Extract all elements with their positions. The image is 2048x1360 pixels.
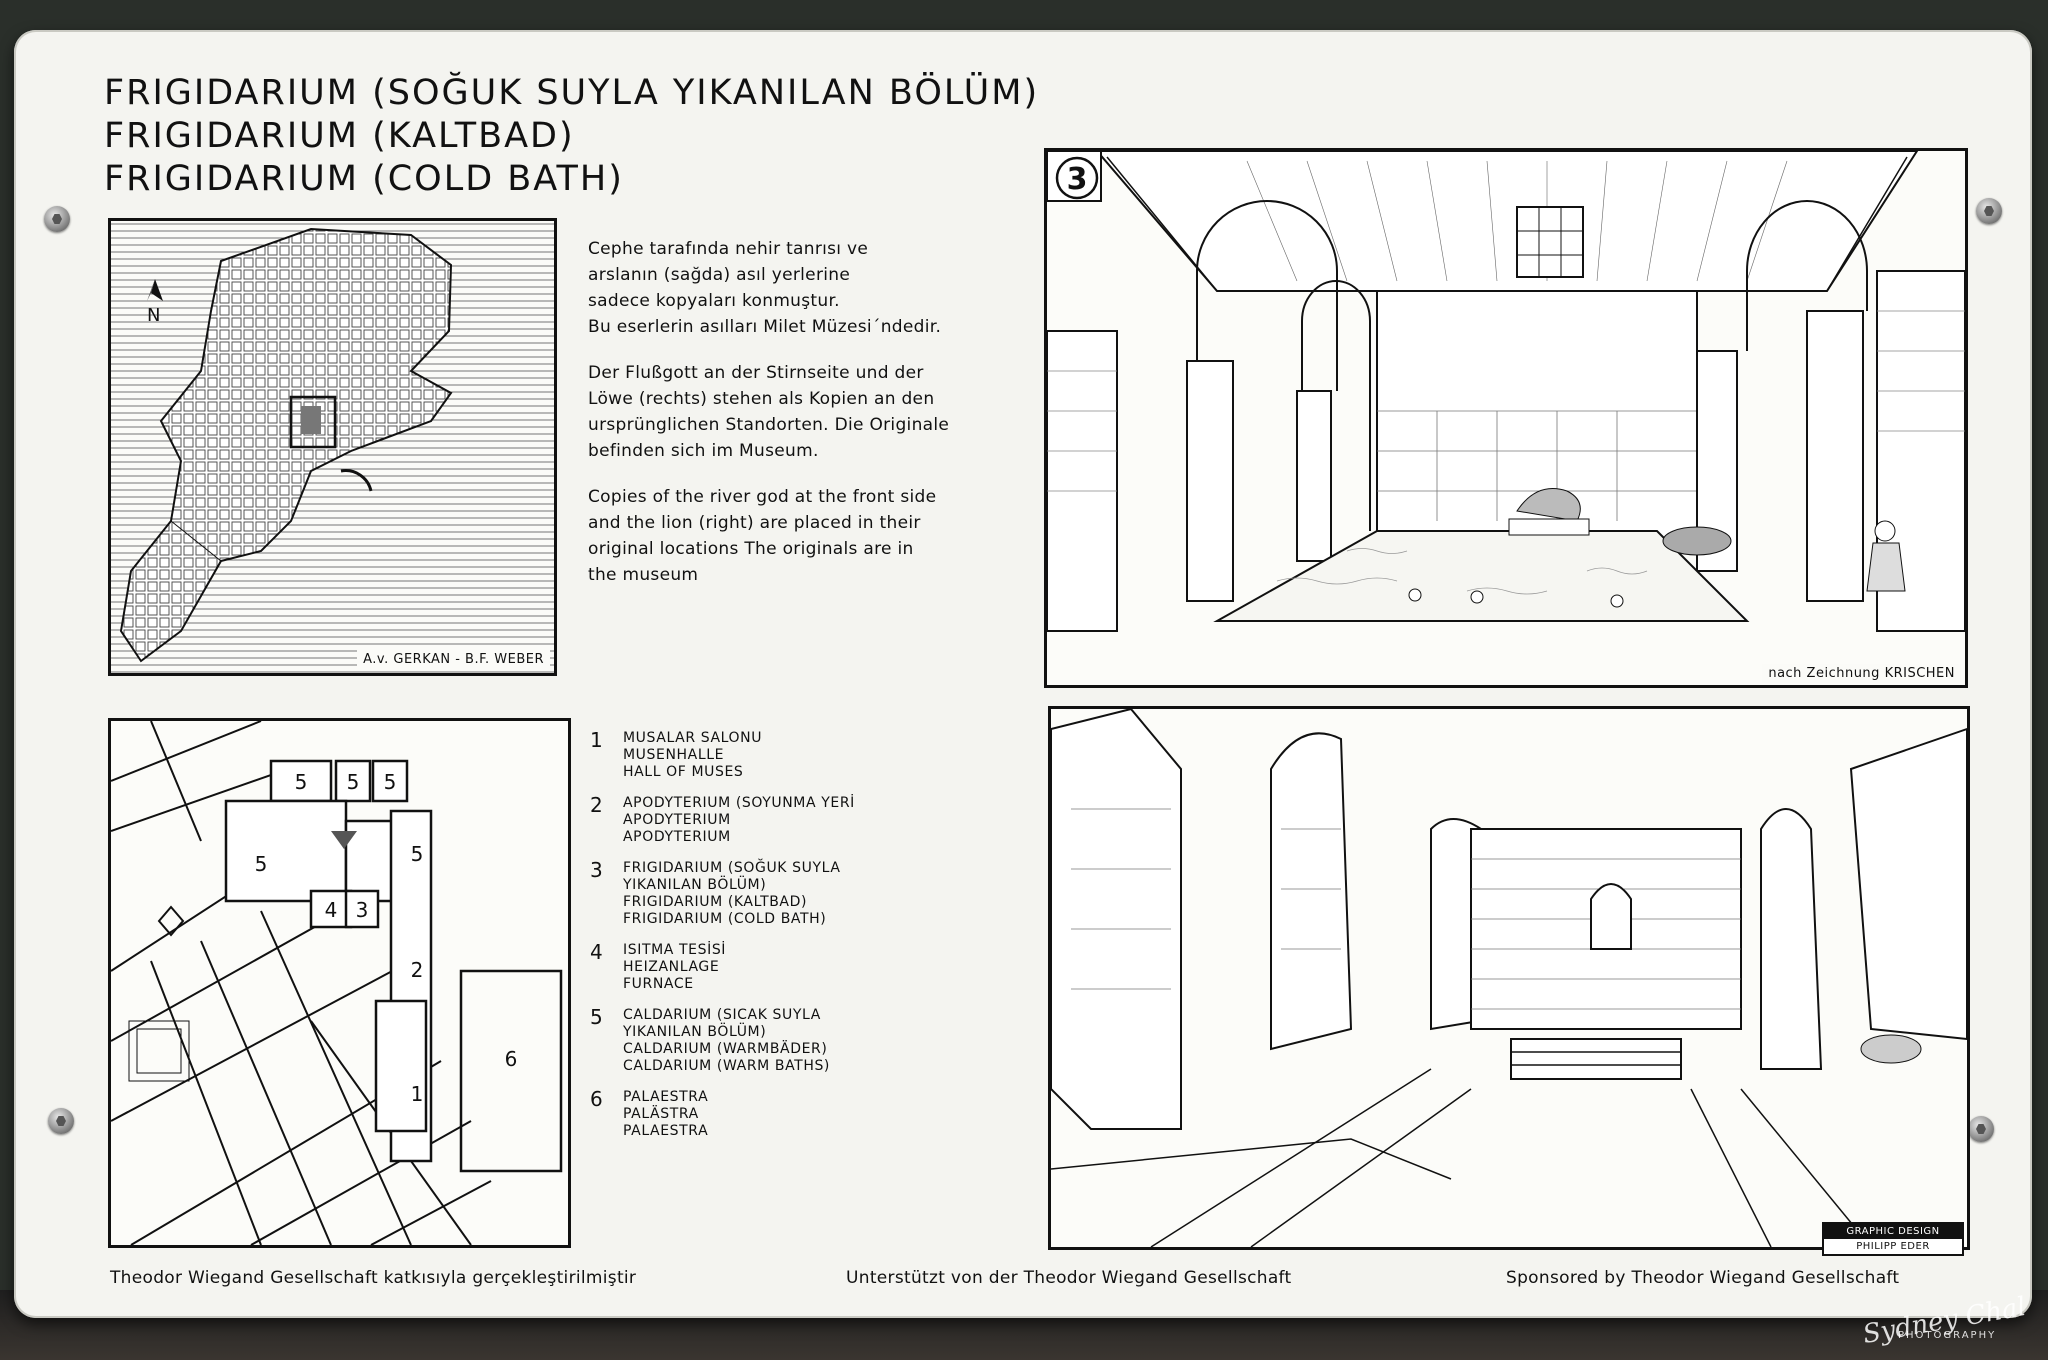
graphic-design-badge: GRAPHIC DESIGN PHILIPP EDER	[1822, 1222, 1964, 1256]
description: Cephe tarafında nehir tanrısı ve arslanı…	[588, 236, 1028, 608]
legend-item: 3 FRIGIDARIUM (SOĞUK SUYLA YIKANILAN BÖL…	[590, 858, 841, 927]
title-english: FRIGIDARIUM (COLD BATH)	[104, 159, 624, 199]
drawing-number: 3	[1067, 162, 1088, 197]
legend-item: 5 CALDARIUM (SICAK SUYLA YIKANILAN BÖLÜM…	[590, 1005, 830, 1074]
photographer-label: PHOTOGRAPHY	[1898, 1330, 1997, 1341]
plan-label-5c: 5	[384, 770, 397, 794]
badge-top: GRAPHIC DESIGN	[1824, 1224, 1962, 1239]
screw-icon	[1976, 198, 2002, 224]
description-german: Der Flußgott an der Stirnseite und der L…	[588, 363, 950, 461]
north-arrow-icon: N	[147, 279, 163, 326]
north-label: N	[147, 305, 160, 326]
screw-icon	[48, 1108, 74, 1134]
description-english: Copies of the river god at the front sid…	[588, 487, 937, 585]
plan-label-5a: 5	[295, 770, 308, 794]
footer-turkish: Theodor Wiegand Gesellschaft katkısıyla …	[110, 1268, 637, 1288]
plan-label-4: 4	[325, 898, 338, 922]
site-map-caption: A.v. GERKAN - B.F. WEBER	[357, 650, 550, 669]
description-turkish: Cephe tarafında nehir tanrısı ve arslanı…	[588, 239, 942, 337]
title-turkish: FRIGIDARIUM (SOĞUK SUYLA YIKANILAN BÖLÜM…	[104, 73, 1040, 113]
title-german: FRIGIDARIUM (KALTBAD)	[104, 116, 575, 156]
floor-plan-panel: 5 5 5 5 5 4 3 2 1 6	[108, 718, 571, 1248]
floor-plan-drawing: 5 5 5 5 5 4 3 2 1 6	[111, 721, 568, 1245]
plan-label-5d: 5	[255, 852, 268, 876]
site-map-panel: N A.v. GERKAN - B.F. WEBER	[108, 218, 557, 676]
plan-label-1: 1	[411, 1082, 424, 1106]
ruins-drawing	[1051, 709, 1967, 1247]
ruins-drawing-panel	[1048, 706, 1970, 1250]
plan-label-5b: 5	[347, 770, 360, 794]
chevron-down-icon	[331, 831, 357, 849]
screw-icon	[44, 206, 70, 232]
site-map-drawing: N	[111, 221, 554, 673]
plan-label-5e: 5	[411, 842, 424, 866]
reconstruction-caption: nach Zeichnung KRISCHEN	[1762, 664, 1961, 683]
badge-bottom: PHILIPP EDER	[1824, 1239, 1962, 1254]
plan-label-3: 3	[356, 898, 369, 922]
reconstruction-drawing: 3	[1047, 151, 1965, 685]
footer-german: Unterstützt von der Theodor Wiegand Gese…	[846, 1268, 1292, 1288]
plan-label-6: 6	[505, 1047, 518, 1071]
screw-icon	[1968, 1116, 1994, 1142]
plan-label-2: 2	[411, 958, 424, 982]
reconstruction-drawing-panel: 3 nach Zeichnung KRISCHEN	[1044, 148, 1968, 688]
footer-english: Sponsored by Theodor Wiegand Gesellschaf…	[1506, 1268, 1900, 1288]
title-block: FRIGIDARIUM (SOĞUK SUYLA YIKANILAN BÖLÜM…	[104, 72, 1039, 201]
